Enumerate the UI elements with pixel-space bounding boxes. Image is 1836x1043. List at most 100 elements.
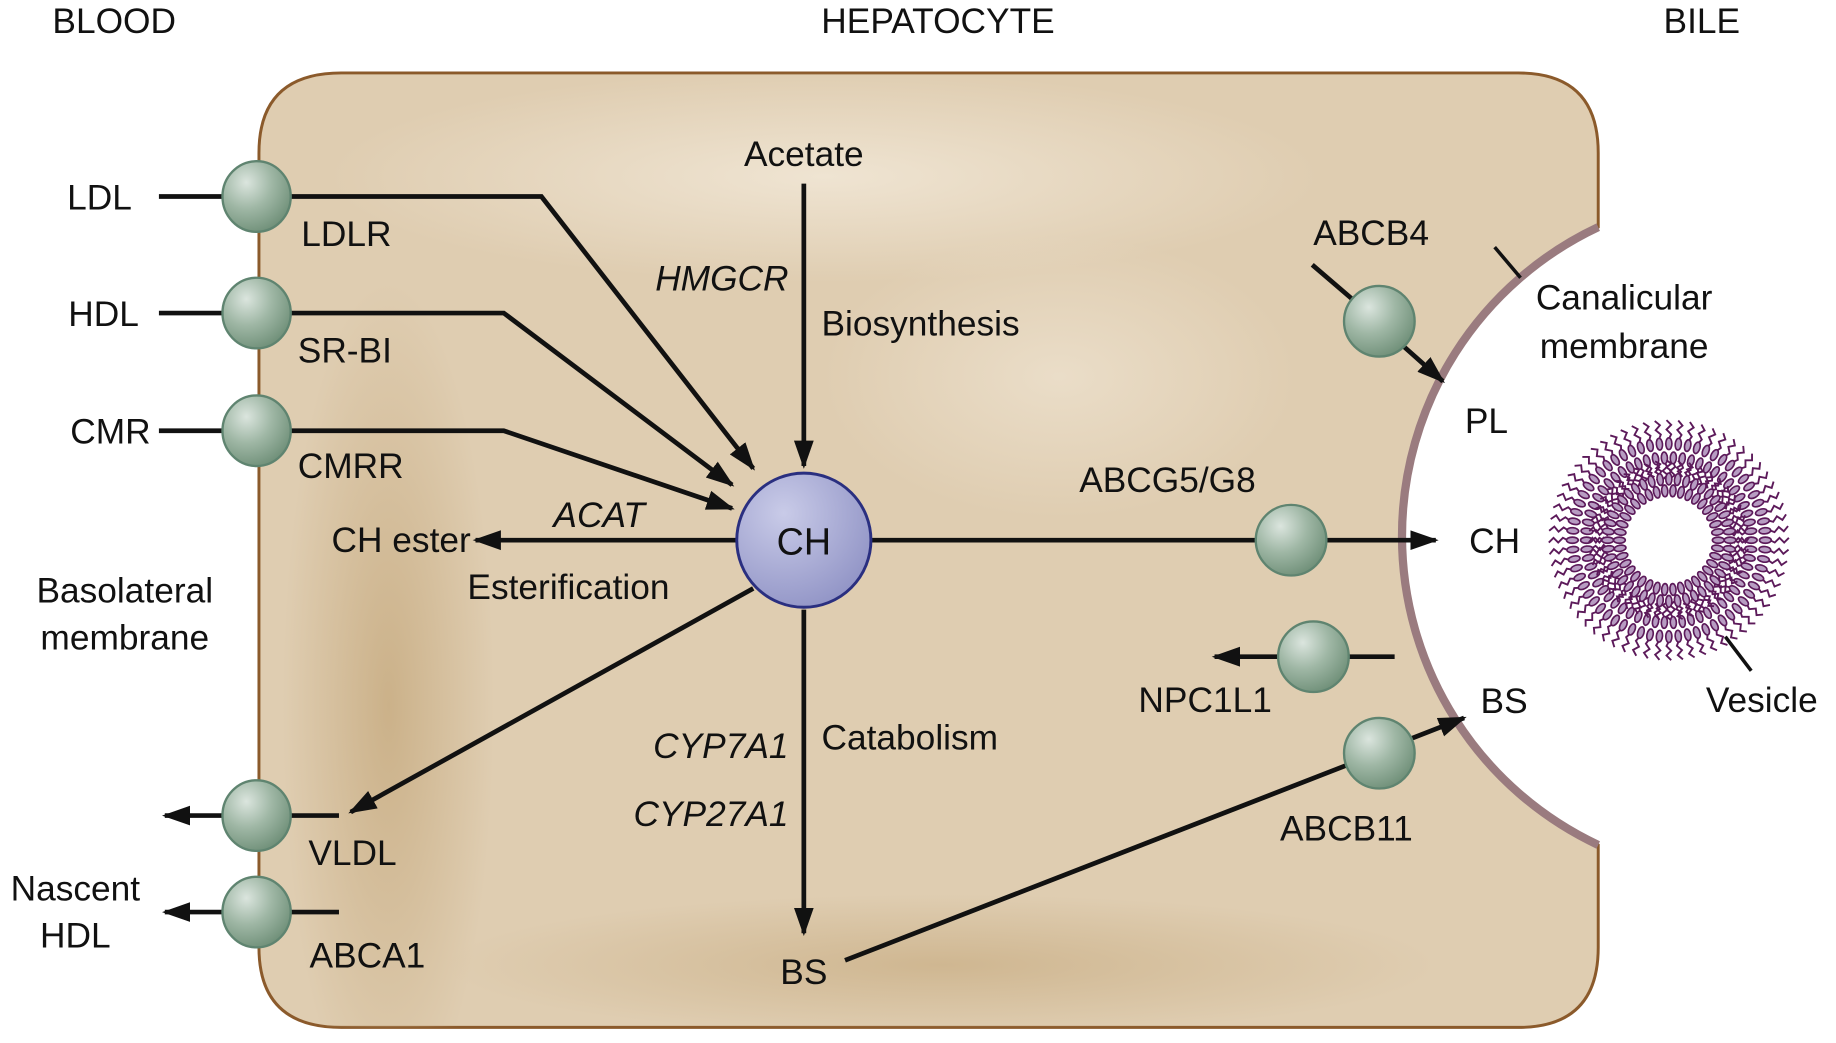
lipid-head — [1670, 452, 1677, 464]
lipid-tail — [1758, 588, 1776, 597]
lipid-tail — [1733, 446, 1744, 462]
lipid-head — [1604, 518, 1617, 527]
abcg5-g8-label: ABCG5/G8 — [1079, 461, 1256, 500]
pl-label: PL — [1465, 402, 1508, 441]
ch-center-label: CH — [777, 520, 831, 562]
bile-header: BILE — [1664, 2, 1741, 41]
lipid-tail — [1768, 514, 1786, 521]
lipid-head — [1692, 626, 1701, 639]
lipid-tail — [1590, 548, 1604, 554]
lipid-head — [1675, 630, 1682, 642]
lipid-tail — [1687, 639, 1694, 657]
srbi-transporter — [222, 278, 290, 349]
lipid-head — [1666, 595, 1672, 607]
npc1l1-transporter — [1278, 621, 1349, 692]
lipid-tail — [1708, 428, 1716, 446]
lipid-tail — [1753, 472, 1767, 484]
abca1-transporter — [222, 877, 290, 948]
abcg5-g8-transporter — [1256, 505, 1327, 576]
lipid-tail — [1555, 569, 1572, 578]
lipid-head — [1584, 562, 1597, 572]
npc1l1-label: NPC1L1 — [1138, 681, 1271, 720]
canalicular-label-line1: Canalicular — [1536, 279, 1713, 318]
lipid-head — [1661, 583, 1668, 595]
lipid-head — [1646, 628, 1654, 641]
lipid-tail — [1762, 492, 1778, 502]
lipid-head — [1677, 486, 1686, 499]
lipid-tail — [1610, 435, 1621, 451]
lipid-head — [1636, 441, 1645, 454]
lipid-tail — [1594, 618, 1605, 634]
lipid-head — [1759, 527, 1771, 534]
lipid-head — [1757, 555, 1770, 563]
lipid-head — [1568, 555, 1581, 563]
lipid-tail — [1603, 624, 1613, 641]
lipid-head — [1614, 537, 1626, 543]
lipid-tail — [1570, 596, 1584, 608]
lipid-head — [1652, 582, 1661, 595]
lipid-head — [1721, 553, 1734, 562]
lipid-tail — [1707, 634, 1717, 650]
lipid-tail — [1770, 526, 1788, 532]
lipid-head — [1661, 616, 1668, 628]
lipid-head — [1759, 546, 1771, 553]
lipid-head — [1656, 630, 1663, 642]
lipid-tail — [1564, 588, 1580, 599]
lipid-tail — [1633, 637, 1639, 656]
lipid-tail — [1550, 548, 1568, 554]
abcb11-label: ABCB11 — [1280, 809, 1413, 848]
lipid-head — [1751, 572, 1764, 582]
lipid-tail — [1586, 612, 1598, 627]
lipid-head — [1567, 546, 1579, 553]
ldlr-transporter — [222, 161, 290, 232]
esterification-label: Esterification — [467, 568, 669, 607]
lipid-tail — [1747, 462, 1760, 476]
lipid-tail — [1562, 484, 1580, 493]
lipid-head — [1669, 583, 1676, 595]
lipid-tail — [1578, 604, 1591, 618]
lipid-tail — [1559, 579, 1575, 589]
lipid-tail — [1688, 422, 1694, 441]
lipid-tail — [1655, 421, 1661, 439]
catabolism-label: Catabolism — [821, 719, 998, 758]
acat-label: ACAT — [551, 496, 647, 535]
abca1-label: ABCA1 — [310, 936, 426, 975]
canalicular-label-line2: membrane — [1540, 327, 1709, 366]
lipid-head — [1759, 537, 1771, 543]
lipid-head — [1614, 528, 1627, 536]
cyp27a1-label: CYP27A1 — [634, 795, 789, 834]
lipid-head — [1751, 498, 1764, 508]
lipid-head — [1755, 508, 1768, 517]
nascent-hdl-label-line2: HDL — [40, 916, 111, 955]
nascent-hdl-label-line1: Nascent — [11, 869, 141, 908]
lipid-head — [1723, 545, 1736, 553]
lipid-tail — [1768, 559, 1787, 565]
lipid-tail — [1582, 457, 1597, 469]
lipid-tail — [1622, 634, 1630, 652]
lipid-head — [1692, 441, 1701, 454]
lipid-tail — [1747, 604, 1763, 615]
lipid-tail — [1655, 641, 1660, 660]
bs-internal-label: BS — [780, 953, 827, 992]
lipid-tail — [1551, 515, 1570, 521]
lipid-head — [1604, 553, 1617, 562]
lipid-tail — [1677, 420, 1682, 439]
lipid-tail — [1666, 641, 1671, 660]
vesicle-label: Vesicle — [1706, 681, 1818, 720]
lipid-head — [1652, 486, 1661, 499]
ch-bile-label: CH — [1469, 522, 1520, 561]
lipid-head — [1684, 439, 1692, 452]
lipid-tail — [1758, 482, 1774, 493]
ch-ester-label: CH ester — [332, 521, 472, 560]
lipid-tail — [1575, 465, 1591, 476]
lipid-head — [1755, 564, 1768, 573]
lipid-tail — [1568, 474, 1585, 484]
abcb11-transporter — [1344, 718, 1415, 789]
lipid-tail — [1698, 425, 1704, 444]
lipid-head — [1677, 582, 1686, 595]
lipid-tail — [1766, 570, 1785, 576]
lipid-tail — [1600, 442, 1612, 456]
lipid-tail — [1553, 504, 1572, 510]
